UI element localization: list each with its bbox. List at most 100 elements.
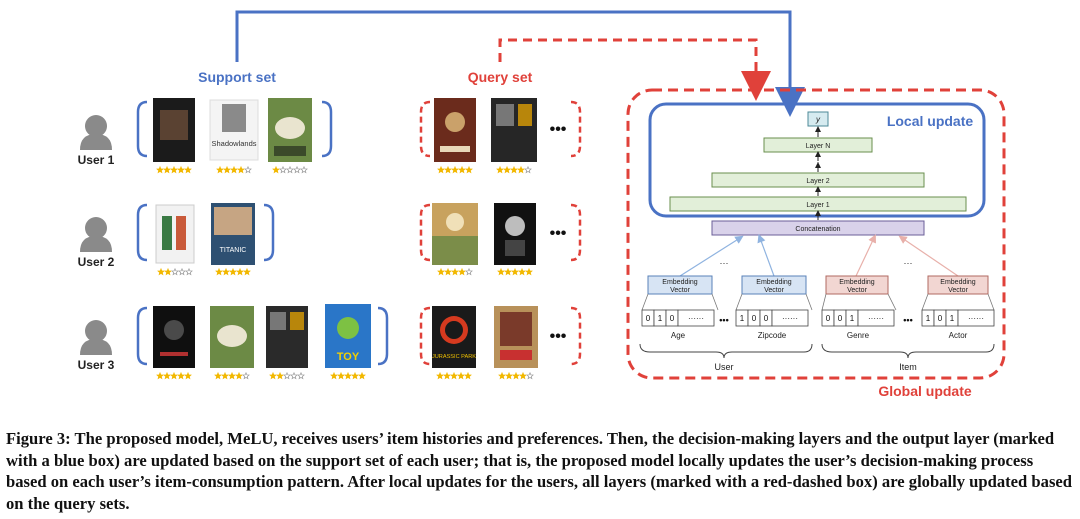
- onehot-cell: [677, 309, 715, 327]
- movie-poster-toy: TOY: [325, 304, 371, 368]
- local-update-label: Local update: [887, 113, 974, 129]
- embedding-label: Embedding: [662, 279, 698, 286]
- star-filled-icon: [163, 165, 171, 174]
- caption-text: The proposed model, MeLU, receives users…: [6, 429, 1073, 513]
- onehot-value: 1: [850, 314, 855, 323]
- star-filled-icon: [170, 165, 178, 174]
- user-label: User 3: [78, 358, 115, 372]
- star-filled-icon: [276, 371, 284, 380]
- star-filled-icon: [221, 371, 229, 380]
- star-empty-icon: [279, 165, 287, 174]
- layer-dots: ⋮: [815, 160, 822, 167]
- movie-poster: [491, 98, 537, 162]
- network-layers: y Layer N Layer 2 Layer 1 Concatenation …: [669, 111, 967, 236]
- star-filled-icon: [443, 371, 451, 380]
- star-filled-icon: [229, 267, 237, 276]
- query-ellipsis: •••: [550, 121, 567, 138]
- star-filled-icon: [505, 371, 513, 380]
- user-3-group: User 3: [78, 320, 115, 372]
- embedding-arrow: [855, 234, 876, 277]
- onehot-value: 0: [752, 314, 757, 323]
- onehot-value: ······: [782, 314, 798, 323]
- star-filled-icon: [228, 371, 236, 380]
- user-label: User 2: [78, 255, 115, 269]
- query-ellipsis: •••: [550, 225, 567, 242]
- star-filled-icon: [437, 267, 445, 276]
- star-empty-icon: [524, 165, 532, 174]
- movie-poster: [266, 306, 308, 368]
- movie-poster: [153, 306, 195, 368]
- star-empty-icon: [244, 165, 252, 174]
- star-filled-icon: [517, 165, 525, 174]
- query-posters: JURASSIC PARK: [432, 98, 538, 368]
- concatenation-label: Concatenation: [795, 226, 840, 233]
- star-filled-icon: [184, 165, 192, 174]
- star-filled-icon: [450, 371, 458, 380]
- support-posters: Shadowlands TITANIC: [153, 98, 371, 368]
- star-filled-icon: [451, 267, 459, 276]
- figure-caption: Figure 3: The proposed model, MeLU, rece…: [6, 428, 1074, 514]
- star-filled-icon: [156, 371, 164, 380]
- poster-title: Shadowlands: [211, 139, 256, 148]
- user-1-group: User 1: [78, 115, 115, 167]
- star-filled-icon: [344, 371, 352, 380]
- embedding-arrow: [757, 234, 775, 277]
- star-empty-icon: [293, 165, 301, 174]
- poster-title: TOY: [337, 351, 360, 363]
- field-name: Actor: [949, 331, 968, 340]
- onehot-cell: [957, 309, 995, 327]
- movie-poster-jurassic: JURASSIC PARK: [432, 306, 476, 368]
- query-brackets: [419, 100, 582, 366]
- star-filled-icon: [518, 267, 526, 276]
- support-rating-user-2: [157, 267, 251, 276]
- star-filled-icon: [496, 165, 504, 174]
- star-filled-icon: [223, 165, 231, 174]
- star-filled-icon: [498, 371, 506, 380]
- movie-poster: [432, 203, 478, 265]
- movie-poster: [268, 98, 312, 162]
- layer-label: Layer N: [806, 143, 831, 150]
- support-to-local-arrow: [235, 10, 805, 117]
- user-brace: [639, 343, 813, 359]
- onehot-value: 1: [950, 314, 955, 323]
- onehot-cell: [857, 309, 895, 327]
- field-name: Age: [671, 331, 686, 340]
- star-filled-icon: [465, 165, 473, 174]
- star-filled-icon: [215, 267, 223, 276]
- movie-poster: [155, 204, 195, 264]
- layer-label: Layer 1: [806, 202, 829, 209]
- query-rating-user-1: [437, 165, 532, 174]
- movie-poster: [434, 98, 476, 162]
- embedding-label: Vector: [948, 287, 969, 294]
- onehot-value: 1: [658, 314, 663, 323]
- support-brackets: [136, 100, 389, 366]
- star-filled-icon: [216, 165, 224, 174]
- onehot-value: 0: [764, 314, 769, 323]
- query-set-title: Query set: [468, 69, 533, 85]
- star-filled-icon: [525, 267, 533, 276]
- star-empty-icon: [300, 165, 308, 174]
- star-filled-icon: [177, 371, 185, 380]
- star-filled-icon: [177, 165, 185, 174]
- embedding-label: Embedding: [940, 279, 976, 286]
- local-update-box: [648, 102, 986, 218]
- field-ellipsis: •••: [719, 315, 728, 325]
- star-filled-icon: [512, 371, 520, 380]
- star-filled-icon: [503, 165, 511, 174]
- star-empty-icon: [178, 267, 186, 276]
- field-name: Zipcode: [758, 331, 787, 340]
- user-icon: [80, 320, 112, 355]
- star-filled-icon: [451, 165, 459, 174]
- user-icon: [80, 115, 112, 150]
- caption-lead: Figure 3:: [6, 429, 71, 448]
- star-filled-icon: [230, 165, 238, 174]
- onehot-value: 0: [646, 314, 651, 323]
- onehot-value: ······: [868, 314, 884, 323]
- star-filled-icon: [444, 165, 452, 174]
- star-empty-icon: [526, 371, 534, 380]
- output-label: y: [815, 115, 821, 124]
- embedding-label: Embedding: [839, 279, 875, 286]
